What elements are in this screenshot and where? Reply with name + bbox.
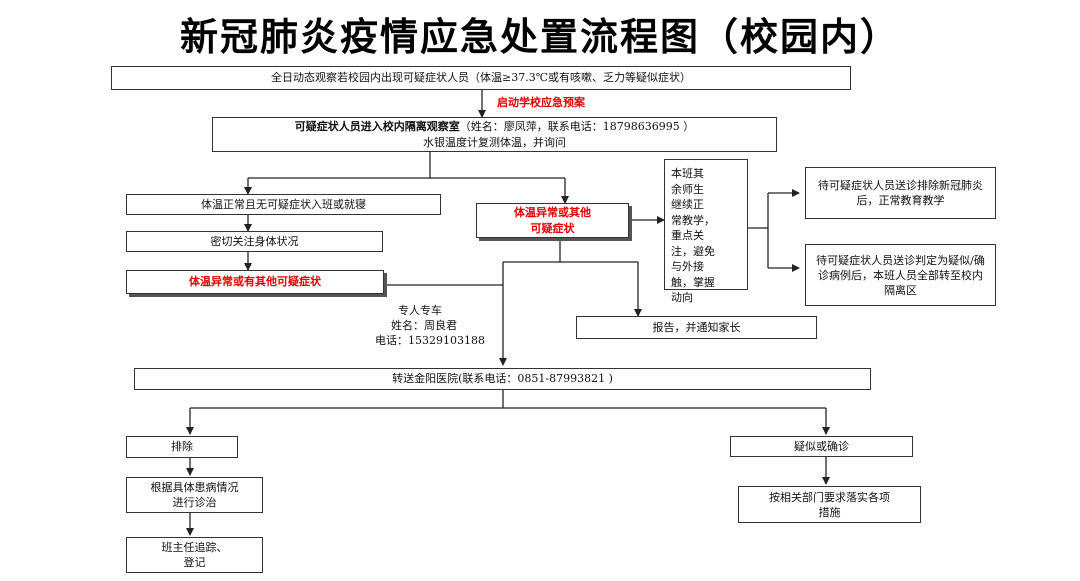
measures-text: 按相关部门要求落实各项措施	[769, 490, 890, 519]
abnormal-center-line1: 体温异常或其他	[514, 205, 591, 219]
report-text: 报告，并通知家长	[652, 320, 741, 334]
follow-up-text: 班主任追踪、登记	[161, 541, 228, 569]
abnormal-center-box: 体温异常或其他 可疑症状	[476, 203, 629, 238]
suspected-box: 疑似或确诊	[730, 436, 913, 457]
class-actions-line: 常教学，	[671, 213, 715, 227]
excluded-resume-text: 待可疑症状人员送诊排除新冠肺炎后，正常教育教学	[818, 179, 983, 207]
class-actions-line: 重点关	[671, 229, 704, 242]
report-box: 报告，并通知家长	[576, 316, 817, 339]
isolation-main-text: 可疑症状人员进入校内隔离观察室	[294, 119, 460, 133]
class-actions-line: 本班其	[671, 167, 704, 180]
isolation-contact-text: （姓名：廖凤萍，联系电话：18798636995 ）	[459, 119, 695, 133]
normal-temp-text: 体温正常且无可疑症状入班或就寝	[201, 197, 366, 211]
class-actions-box: 本班其 余师生 继续正 常教学， 重点关 注，避免 与外接 触，掌握 动向	[664, 159, 748, 304]
suspected-text: 疑似或确诊	[794, 439, 849, 453]
class-actions-line: 余师生	[671, 182, 704, 196]
isolation-room-box: 可疑症状人员进入校内隔离观察室（姓名：廖凤萍，联系电话：18798636995 …	[212, 117, 777, 152]
class-actions-line: 与外接	[671, 260, 704, 273]
isolation-line2: 水银温度计复测体温，并询问	[423, 135, 566, 149]
abnormal-left-text: 体温异常或有其他可疑症状	[189, 275, 321, 288]
abnormal-left-box: 体温异常或有其他可疑症状	[126, 270, 384, 294]
monitor-box: 密切关注身体状况	[126, 231, 383, 252]
page-title: 新冠肺炎疫情应急处置流程图（校园内）	[179, 15, 900, 59]
abnormal-center-line2: 可疑症状	[530, 221, 575, 235]
treat-text: 根据具体患病情况进行诊治	[150, 481, 239, 509]
activate-plan-label: 启动学校应急预案	[497, 96, 585, 109]
exclude-text: 排除	[171, 440, 193, 453]
car-line2: 姓名：周良君	[391, 319, 457, 332]
monitor-text: 密切关注身体状况	[210, 234, 299, 248]
exclude-box: 排除	[126, 436, 238, 458]
follow-up-box: 班主任追踪、登记	[126, 537, 263, 573]
excluded-resume-box: 待可疑症状人员送诊排除新冠肺炎后，正常教育教学	[805, 167, 996, 219]
suspected-transfer-text: 待可疑症状人员送诊判定为疑似/确诊病例后，本班人员全部转至校内隔离区	[816, 253, 985, 297]
isolation-line1: 可疑症状人员进入校内隔离观察室（姓名：廖凤萍，联系电话：18798636995 …	[295, 119, 694, 135]
treat-box: 根据具体患病情况进行诊治	[126, 477, 263, 513]
suspected-transfer-box: 待可疑症状人员送诊判定为疑似/确诊病例后，本班人员全部转至校内隔离区	[805, 244, 996, 306]
class-actions-line: 触，掌握	[671, 275, 715, 289]
hospital-box: 转送金阳医院(联系电话：0851-87993821 )	[134, 368, 871, 390]
normal-temp-box: 体温正常且无可疑症状入班或就寝	[126, 194, 441, 215]
car-line1: 专人专车	[398, 304, 442, 317]
detect-box: 全日动态观察若校园内出现可疑症状人员（体温≥37.3℃或有咳嗽、乏力等疑似症状）	[111, 66, 851, 90]
detect-text: 全日动态观察若校园内出现可疑症状人员（体温≥37.3℃或有咳嗽、乏力等疑似症状）	[270, 71, 691, 84]
car-line3: 电话：15329103188	[375, 334, 485, 347]
hospital-text: 转送金阳医院(联系电话：0851-87993821 )	[392, 372, 613, 385]
class-actions-line: 动向	[671, 291, 693, 304]
class-actions-line: 注，避免	[671, 244, 715, 258]
class-actions-line: 继续正	[671, 198, 704, 211]
measures-box: 按相关部门要求落实各项措施	[738, 486, 921, 523]
